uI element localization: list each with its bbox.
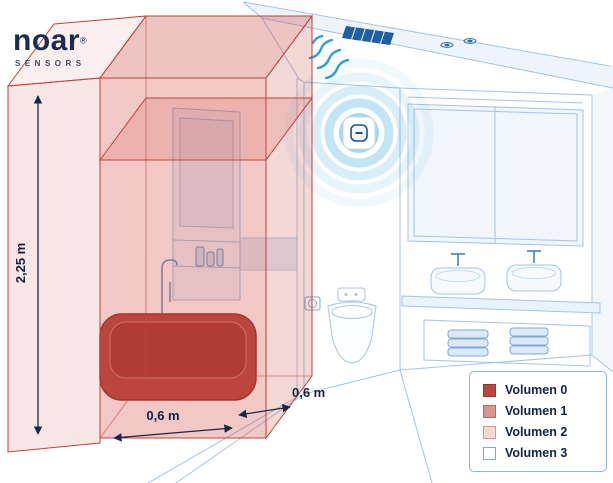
legend-item-label: Volumen 2 bbox=[505, 425, 568, 439]
ceiling-shading bbox=[243, 2, 613, 372]
ceiling-lights-icon bbox=[440, 38, 477, 48]
legend-swatch bbox=[483, 425, 496, 439]
registered-mark: ® bbox=[80, 35, 87, 46]
legend-swatch bbox=[483, 383, 496, 397]
legend-item-label: Volumen 0 bbox=[505, 383, 568, 397]
legend-item: Volumen 0 bbox=[483, 383, 593, 397]
toilet bbox=[327, 287, 377, 364]
mirror-cabinet bbox=[407, 96, 584, 247]
legend: Volumen 0 Volumen 1 Volumen 2 Volumen 3 bbox=[469, 371, 607, 472]
sensor-device-icon bbox=[342, 116, 376, 150]
sink-right bbox=[506, 250, 562, 292]
brand-logo: noar® SENSORS bbox=[13, 26, 87, 68]
toiletry-bottles-icon bbox=[195, 246, 224, 267]
legend-item-label: Volumen 1 bbox=[505, 404, 568, 418]
dimension-depth-label: 0,6 m bbox=[292, 385, 326, 400]
bathtub bbox=[99, 313, 257, 401]
volume-1-zone bbox=[99, 14, 313, 440]
legend-item-label: Volumen 3 bbox=[505, 446, 568, 460]
legend-swatch bbox=[483, 404, 496, 418]
faucet-icon bbox=[527, 250, 541, 263]
vanity-counter bbox=[401, 295, 601, 314]
faucet-icon bbox=[451, 253, 465, 266]
legend-item: Volumen 2 bbox=[483, 425, 593, 439]
volume-2-zone bbox=[6, 15, 148, 453]
ceiling-vent-icon bbox=[342, 26, 394, 45]
sink-left bbox=[430, 253, 486, 295]
airflow-waves-icon bbox=[308, 34, 350, 80]
legend-item: Volumen 3 bbox=[483, 446, 593, 460]
brand-tagline: SENSORS bbox=[15, 59, 86, 68]
towel-shelf bbox=[423, 319, 591, 367]
brand-name: noar bbox=[13, 24, 81, 57]
dimension-arrows bbox=[33, 95, 291, 442]
dimension-width-label: 0,6 m bbox=[146, 408, 180, 423]
legend-swatch bbox=[483, 446, 496, 460]
legend-item: Volumen 1 bbox=[483, 404, 593, 418]
ceiling-lines bbox=[242, 1, 613, 89]
dimension-height-label: 2,25 m bbox=[13, 242, 28, 284]
towels bbox=[447, 327, 549, 357]
